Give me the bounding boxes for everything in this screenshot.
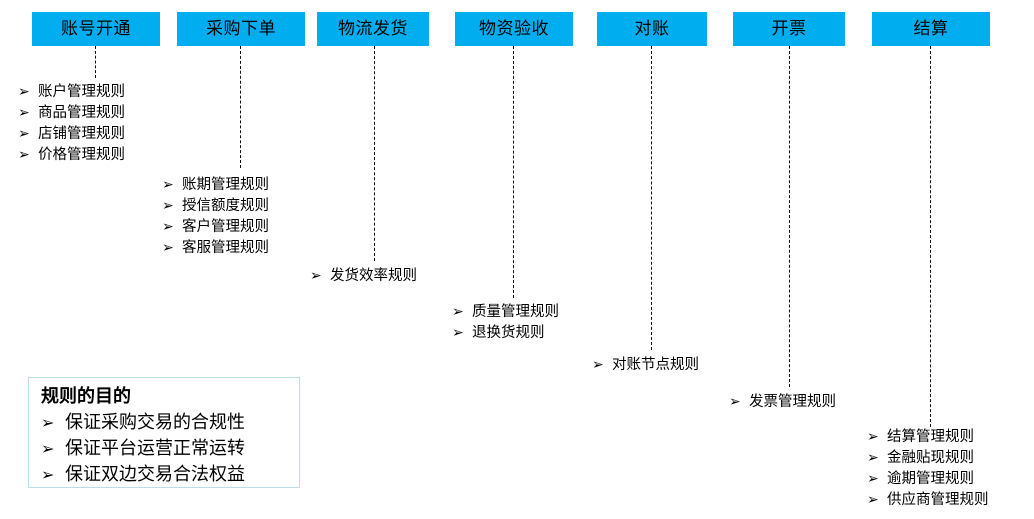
rule-item[interactable]: ➢ 质量管理规则 <box>452 302 559 323</box>
rule-group-4: ➢ 质量管理规则 ➢ 退换货规则 <box>452 302 559 344</box>
stage-box-5[interactable]: 对账 <box>597 12 707 46</box>
rule-group-5: ➢ 对账节点规则 <box>592 355 699 376</box>
rule-group-6: ➢ 发票管理规则 <box>729 392 836 413</box>
rule-item[interactable]: ➢ 对账节点规则 <box>592 355 699 376</box>
rule-item[interactable]: ➢ 价格管理规则 <box>18 145 125 166</box>
connector-line-1 <box>95 46 96 78</box>
arrow-bullet-icon: ➢ <box>867 471 879 487</box>
rule-group-7: ➢ 结算管理规则 ➢ 金融贴现规则 ➢ 逾期管理规则 ➢ 供应商管理规则 <box>867 427 989 511</box>
purpose-item-label: 保证平台运营正常运转 <box>65 438 245 459</box>
stage-box-7[interactable]: 结算 <box>872 12 990 46</box>
rule-item-label: 退换货规则 <box>472 325 545 341</box>
arrow-bullet-icon: ➢ <box>41 439 55 458</box>
purpose-callout: 规则的目的 ➢ 保证采购交易的合规性 ➢ 保证平台运营正常运转 ➢ 保证双边交易合法权益 <box>28 377 300 488</box>
arrow-bullet-icon: ➢ <box>867 429 879 445</box>
rule-group-2: ➢ 账期管理规则 ➢ 授信额度规则 ➢ 客户管理规则 ➢ 客服管理规则 <box>162 175 269 259</box>
rule-item-label: 店铺管理规则 <box>38 126 125 142</box>
stage-box-4[interactable]: 物资验收 <box>455 12 573 46</box>
rule-item[interactable]: ➢ 商品管理规则 <box>18 103 125 124</box>
rule-item-label: 授信额度规则 <box>182 198 269 214</box>
rule-item-label: 对账节点规则 <box>612 357 699 373</box>
connector-line-3 <box>374 46 375 261</box>
rule-group-1: ➢ 账户管理规则 ➢ 商品管理规则 ➢ 店铺管理规则 ➢ 价格管理规则 <box>18 82 125 166</box>
rule-item[interactable]: ➢ 结算管理规则 <box>867 427 989 448</box>
rule-item[interactable]: ➢ 店铺管理规则 <box>18 124 125 145</box>
stage-box-label: 物资验收 <box>479 18 549 39</box>
rule-item-label: 金融贴现规则 <box>887 450 974 466</box>
arrow-bullet-icon: ➢ <box>867 450 879 466</box>
stage-box-label: 对账 <box>634 18 670 39</box>
rule-item-label: 客服管理规则 <box>182 240 269 256</box>
rule-item[interactable]: ➢ 账期管理规则 <box>162 175 269 196</box>
stage-box-2[interactable]: 采购下单 <box>177 12 305 46</box>
rule-item[interactable]: ➢ 金融贴现规则 <box>867 448 989 469</box>
stage-box-3[interactable]: 物流发货 <box>317 12 429 46</box>
rule-item-label: 供应商管理规则 <box>887 492 989 508</box>
arrow-bullet-icon: ➢ <box>41 413 55 432</box>
purpose-item: ➢ 保证采购交易的合规性 <box>41 410 299 436</box>
arrow-bullet-icon: ➢ <box>310 268 322 284</box>
purpose-title: 规则的目的 <box>41 386 131 407</box>
rule-item-label: 账户管理规则 <box>38 84 125 100</box>
rule-item[interactable]: ➢ 逾期管理规则 <box>867 469 989 490</box>
rule-item-label: 账期管理规则 <box>182 177 269 193</box>
rule-item-label: 发货效率规则 <box>330 268 417 284</box>
arrow-bullet-icon: ➢ <box>162 177 174 193</box>
purpose-item-label: 保证双边交易合法权益 <box>65 464 245 485</box>
rule-item-label: 价格管理规则 <box>38 147 125 163</box>
purpose-item-label: 保证采购交易的合规性 <box>65 412 245 433</box>
arrow-bullet-icon: ➢ <box>18 84 30 100</box>
arrow-bullet-icon: ➢ <box>162 240 174 256</box>
stage-box-label: 开票 <box>771 18 807 39</box>
rule-item[interactable]: ➢ 发货效率规则 <box>310 266 417 287</box>
stage-box-6[interactable]: 开票 <box>733 12 845 46</box>
arrow-bullet-icon: ➢ <box>452 325 464 341</box>
connector-line-7 <box>930 46 931 427</box>
purpose-item: ➢ 保证平台运营正常运转 <box>41 436 299 462</box>
arrow-bullet-icon: ➢ <box>867 492 879 508</box>
rule-item[interactable]: ➢ 客户管理规则 <box>162 217 269 238</box>
connector-line-4 <box>513 46 514 298</box>
purpose-list: ➢ 保证采购交易的合规性 ➢ 保证平台运营正常运转 ➢ 保证双边交易合法权益 <box>41 410 299 488</box>
rule-item-label: 质量管理规则 <box>472 304 559 320</box>
arrow-bullet-icon: ➢ <box>162 198 174 214</box>
connector-line-5 <box>651 46 652 350</box>
stage-box-label: 账号开通 <box>61 18 131 39</box>
rule-item[interactable]: ➢ 发票管理规则 <box>729 392 836 413</box>
connector-line-2 <box>240 46 241 168</box>
arrow-bullet-icon: ➢ <box>592 357 604 373</box>
rule-item-label: 客户管理规则 <box>182 219 269 235</box>
arrow-bullet-icon: ➢ <box>729 394 741 410</box>
rule-item[interactable]: ➢ 退换货规则 <box>452 323 559 344</box>
arrow-bullet-icon: ➢ <box>18 105 30 121</box>
rule-group-3: ➢ 发货效率规则 <box>310 266 417 287</box>
purpose-item: ➢ 保证双边交易合法权益 <box>41 462 299 488</box>
stage-box-label: 物流发货 <box>338 18 408 39</box>
rule-item[interactable]: ➢ 账户管理规则 <box>18 82 125 103</box>
stage-box-1[interactable]: 账号开通 <box>32 12 160 46</box>
stage-box-label: 结算 <box>913 18 949 39</box>
arrow-bullet-icon: ➢ <box>452 304 464 320</box>
arrow-bullet-icon: ➢ <box>18 147 30 163</box>
arrow-bullet-icon: ➢ <box>41 465 55 484</box>
connector-line-6 <box>789 46 790 387</box>
stage-box-label: 采购下单 <box>206 18 276 39</box>
rule-item-label: 商品管理规则 <box>38 105 125 121</box>
arrow-bullet-icon: ➢ <box>162 219 174 235</box>
rule-item[interactable]: ➢ 授信额度规则 <box>162 196 269 217</box>
rule-item-label: 逾期管理规则 <box>887 471 974 487</box>
rule-item-label: 发票管理规则 <box>749 394 836 410</box>
arrow-bullet-icon: ➢ <box>18 126 30 142</box>
rule-item[interactable]: ➢ 客服管理规则 <box>162 238 269 259</box>
rule-item-label: 结算管理规则 <box>887 429 974 445</box>
rule-item[interactable]: ➢ 供应商管理规则 <box>867 490 989 511</box>
